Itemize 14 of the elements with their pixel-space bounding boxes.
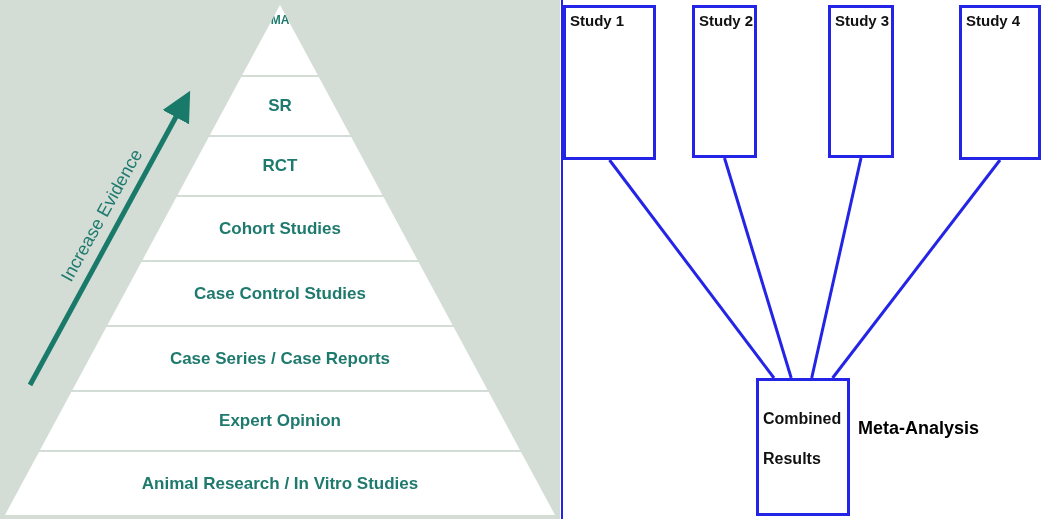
- pyramid-level: Expert Opinion: [40, 392, 520, 450]
- study-box: Study 3: [828, 5, 894, 158]
- pyramid-level: Animal Research / In Vitro Studies: [5, 452, 555, 515]
- connector-line: [831, 159, 1002, 379]
- connector-line: [608, 159, 776, 379]
- study-box: Study 2: [692, 5, 757, 158]
- study-box: Study 1: [563, 5, 656, 160]
- connector-line: [723, 157, 793, 379]
- connector-line: [810, 157, 863, 379]
- pyramid-level: Case Series / Case Reports: [72, 327, 488, 390]
- study-box: Combined Results: [756, 378, 850, 516]
- node-caption: Meta-Analysis: [858, 418, 980, 439]
- study-box: Study 4: [959, 5, 1041, 160]
- pyramid-level: Case Control Studies: [107, 262, 453, 325]
